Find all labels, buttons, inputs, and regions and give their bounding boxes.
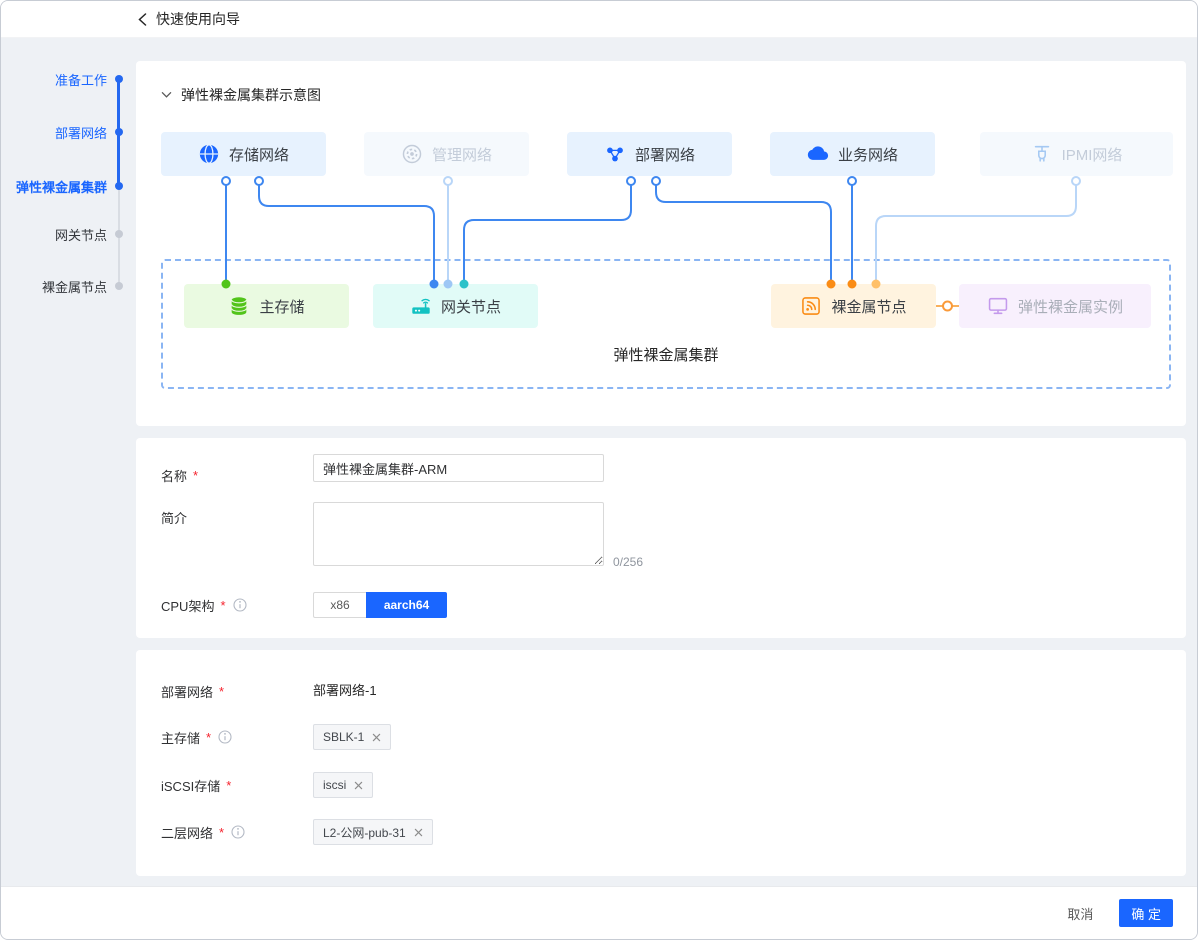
monitor-icon (988, 297, 1008, 315)
port-dot (1071, 176, 1081, 186)
step-dot (115, 282, 123, 290)
required-mark: * (193, 467, 199, 483)
footer-bar: 取消 确 定 (1, 886, 1197, 939)
nodes-icon (607, 147, 623, 162)
node-label: 主存储 (259, 298, 305, 316)
network-box-management: 管理网络 (364, 132, 529, 176)
port-dot (254, 176, 264, 186)
diagram-section-title: 弹性裸金属集群示意图 (181, 87, 321, 103)
node-baremetal-instance: 弹性裸金属实例 (959, 284, 1151, 328)
step-dot (115, 182, 123, 190)
step-label: 网关节点 (54, 227, 107, 243)
cpu-aarch64-button[interactable]: aarch64 (366, 592, 447, 618)
step-prepare[interactable]: 准备工作 (1, 68, 123, 90)
iscsi-storage-tag: iscsi (313, 772, 374, 798)
step-dot (115, 230, 123, 238)
node-label: 裸金属节点 (831, 298, 907, 316)
network-box-business: 业务网络 (770, 132, 935, 176)
name-input[interactable] (313, 454, 604, 482)
cpu-x86-button[interactable]: x86 (313, 592, 366, 618)
node-label: 网关节点 (440, 298, 501, 316)
port-dot (443, 176, 453, 186)
node-label: 弹性裸金属实例 (1017, 298, 1123, 316)
cpu-arch-selector: x86 aarch64 (313, 592, 447, 618)
l2-network-label: 二层网络* (161, 819, 245, 845)
description-label: 简介 (161, 511, 188, 526)
step-dot (115, 128, 123, 136)
remove-tag-icon[interactable] (354, 781, 363, 790)
step-gateway-node[interactable]: 网关节点 (1, 223, 123, 245)
primary-storage-label: 主存储* (161, 724, 232, 750)
network-box-deploy: 部署网络 (567, 132, 732, 176)
node-primary-storage: 主存储 (184, 284, 349, 328)
step-baremetal-node[interactable]: 裸金属节点 (1, 275, 123, 297)
back-chevron-icon (138, 12, 147, 26)
network-label: 管理网络 (431, 146, 492, 164)
network-label: IPMI网络 (1061, 146, 1123, 164)
page-title: 快速使用向导 (156, 11, 240, 27)
basic-form-card: 名称* 简介 0/256 CPU架构* x86 aarch64 (136, 438, 1186, 638)
confirm-button[interactable]: 确 定 (1119, 899, 1173, 927)
network-label: 部署网络 (634, 146, 695, 164)
globe-icon (199, 144, 219, 164)
step-dot (115, 75, 123, 83)
network-box-storage: 存储网络 (161, 132, 326, 176)
node-gateway: 网关节点 (373, 284, 538, 328)
gear-icon (402, 144, 422, 164)
database-icon (231, 297, 248, 315)
network-label: 业务网络 (837, 146, 898, 164)
router-icon (412, 298, 430, 314)
name-label: 名称* (161, 467, 199, 484)
plug-icon (1034, 145, 1049, 162)
diagram-card: 弹性裸金属集群示意图 存储网络 管理网络 (136, 61, 1186, 426)
topbar: 快速使用向导 (1, 1, 1197, 38)
iscsi-storage-label: iSCSI存储* (161, 777, 232, 794)
char-counter: 0/256 (613, 555, 644, 569)
description-textarea[interactable] (313, 502, 604, 566)
cloud-icon (807, 146, 829, 160)
network-box-ipmi: IPMI网络 (980, 132, 1173, 176)
required-mark: * (226, 777, 232, 793)
back-button[interactable]: 快速使用向导 (138, 9, 240, 29)
step-label: 准备工作 (54, 72, 107, 88)
remove-tag-icon[interactable] (414, 828, 423, 837)
step-label: 裸金属节点 (41, 279, 107, 295)
node-baremetal: 裸金属节点 (771, 284, 936, 328)
port-dot (221, 176, 231, 186)
port-dot (651, 176, 661, 186)
required-mark: * (206, 729, 212, 745)
diagram-section-header: 弹性裸金属集群示意图 (161, 85, 321, 105)
cpu-arch-label: CPU架构* (161, 592, 247, 618)
primary-storage-tag: SBLK-1 (313, 724, 392, 750)
step-label: 弹性裸金属集群 (15, 179, 107, 195)
required-mark: * (219, 683, 225, 699)
cancel-button[interactable]: 取消 (1059, 900, 1101, 927)
step-deploy-network[interactable]: 部署网络 (1, 121, 123, 143)
step-baremetal-cluster[interactable]: 弹性裸金属集群 (1, 175, 123, 197)
collapse-caret-icon[interactable] (161, 91, 172, 99)
required-mark: * (220, 597, 226, 613)
network-form-card: 部署网络* 部署网络-1 主存储* SBLK-1 iSCSI存储* iscsi … (136, 650, 1186, 876)
signal-box-icon (802, 297, 821, 315)
info-icon[interactable] (232, 598, 247, 612)
cluster-diagram: 存储网络 管理网络 部署网络 (161, 132, 1173, 402)
deploy-network-value: 部署网络-1 (313, 683, 377, 698)
info-icon[interactable] (218, 730, 232, 744)
required-mark: * (219, 824, 225, 840)
info-icon[interactable] (231, 825, 245, 839)
step-label: 部署网络 (54, 125, 107, 141)
l2-network-tag: L2-公网-pub-31 (313, 819, 433, 845)
port-dot (626, 176, 636, 186)
remove-tag-icon[interactable] (372, 733, 381, 742)
port-dot (847, 176, 857, 186)
deploy-network-label: 部署网络* (161, 683, 225, 700)
network-label: 存储网络 (228, 146, 289, 164)
cluster-label: 弹性裸金属集群 (613, 347, 719, 364)
